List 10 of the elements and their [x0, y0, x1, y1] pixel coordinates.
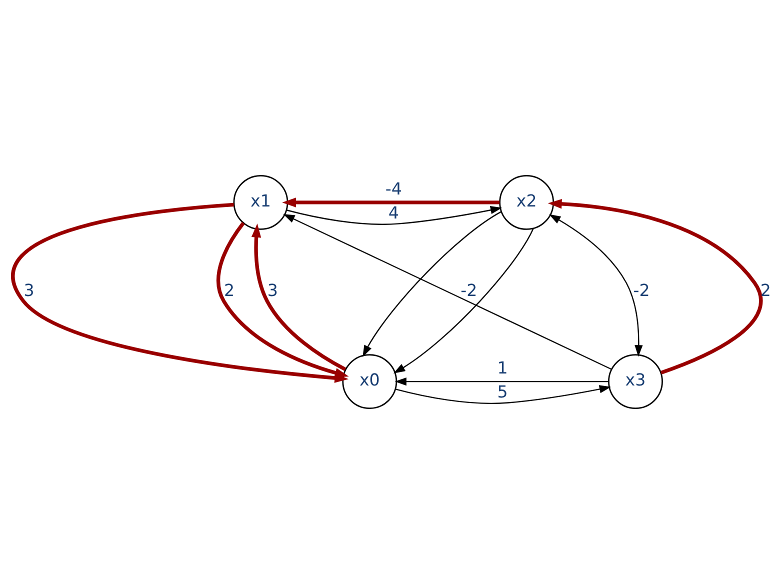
edge-label: -2	[460, 281, 478, 300]
edge-label: 1	[497, 358, 508, 378]
edge-label: 2	[224, 281, 235, 300]
edge-label: 4	[388, 204, 399, 223]
edge-label: 3	[267, 281, 278, 300]
edge-label: 3	[24, 281, 34, 300]
edge-label: 2	[760, 281, 771, 300]
edge-label: -2	[633, 281, 650, 300]
edge-label: -4	[385, 180, 402, 199]
edge-label: 5	[497, 382, 508, 402]
